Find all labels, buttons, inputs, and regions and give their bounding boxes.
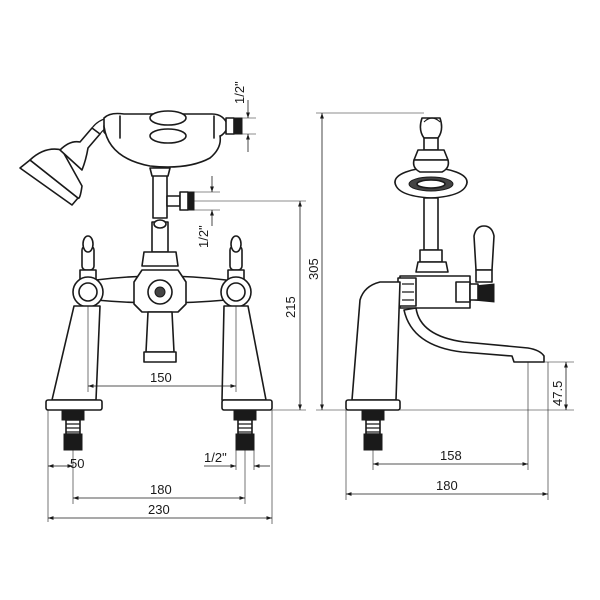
front-dimensions: 1/2" 1/2" 215 150 50 — [47, 81, 306, 524]
dim-spout-height-label: 47.5 — [550, 381, 565, 406]
dim-height-outlet-label: 215 — [283, 296, 298, 318]
side-view: 305 47.5 158 180 — [306, 112, 574, 500]
dim-thread-side-label: 1/2" — [196, 225, 211, 248]
dim-spout-reach-label: 150 — [150, 370, 172, 385]
dim-spout-projection-label: 158 — [440, 448, 462, 463]
side-column — [397, 197, 545, 363]
cradle-side — [413, 117, 449, 161]
dim-overall-width-label: 230 — [148, 502, 170, 517]
shower-head-front — [19, 117, 113, 206]
front-view: 1/2" 1/2" 215 150 50 — [19, 81, 306, 524]
dim-thread-top-label: 1/2" — [232, 81, 247, 104]
handset-cradle — [103, 110, 243, 168]
bridge-and-valves — [72, 235, 252, 363]
side-leg — [345, 281, 401, 451]
dim-inlet-thread-label: 1/2" — [204, 450, 227, 465]
shower-head-side — [394, 159, 468, 199]
dim-tail-offset-label: 50 — [70, 456, 84, 471]
dim-overall-depth-label: 180 — [436, 478, 458, 493]
dim-overall-height-label: 305 — [306, 258, 321, 280]
centre-column — [141, 167, 195, 267]
side-dimensions: 305 47.5 158 180 — [306, 112, 574, 500]
dim-centres-label: 180 — [150, 482, 172, 497]
